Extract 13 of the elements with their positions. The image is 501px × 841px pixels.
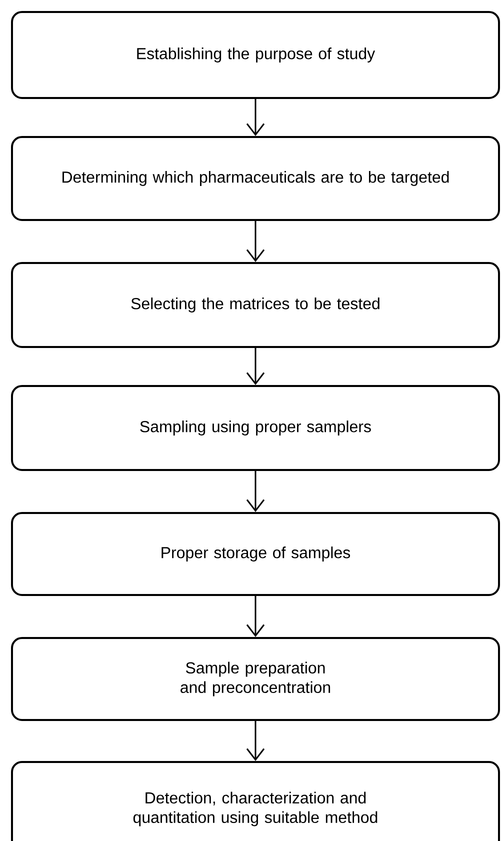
process-box: Detection, characterization and quantitation using suitable method bbox=[11, 761, 500, 841]
process-box: Establishing the purpose of study bbox=[11, 11, 500, 99]
arrow bbox=[246, 348, 265, 385]
process-box: Sampling using proper samplers bbox=[11, 385, 500, 471]
arrow bbox=[246, 596, 265, 637]
arrow bbox=[246, 221, 265, 262]
process-box: Proper storage of samples bbox=[11, 512, 500, 596]
arrow bbox=[246, 471, 265, 512]
arrow bbox=[246, 99, 265, 136]
process-box: Sample preparation and preconcentration bbox=[11, 637, 500, 721]
arrow bbox=[246, 721, 265, 761]
process-box: Determining which pharmaceuticals are to be targeted bbox=[11, 136, 500, 221]
process-box: Selecting the matrices to be tested bbox=[11, 262, 500, 348]
